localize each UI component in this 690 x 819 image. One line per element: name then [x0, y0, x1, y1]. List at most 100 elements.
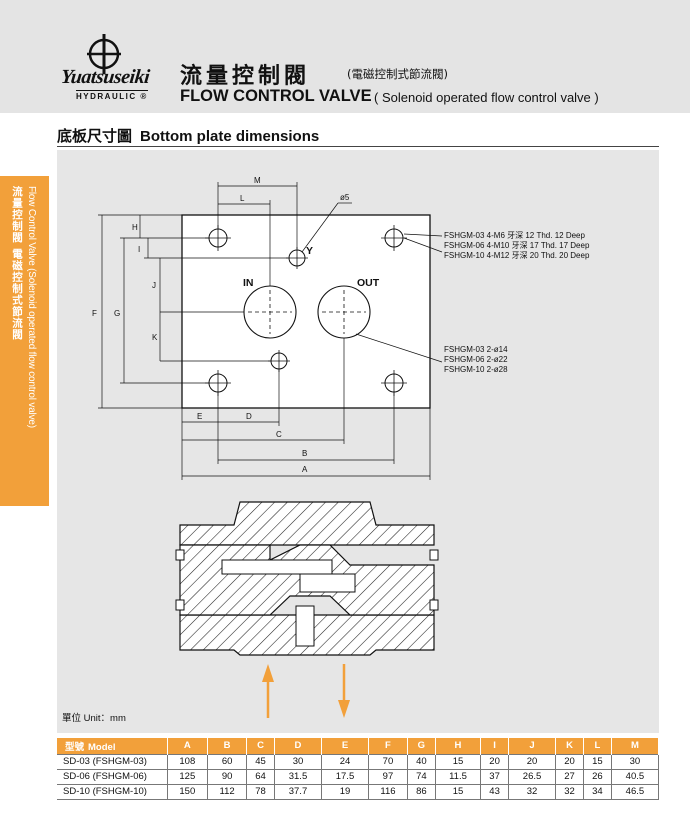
col-header: G — [407, 738, 436, 754]
table-cell: 26 — [583, 769, 612, 785]
port-spec-06: FSHGM-06 2-ø22 — [444, 355, 508, 364]
col-header: A — [167, 738, 209, 754]
col-header: D — [274, 738, 322, 754]
dim-lines-bottom — [181, 338, 431, 480]
table-cell: 116 — [368, 784, 408, 800]
table-cell: 64 — [246, 769, 275, 785]
col-header: F — [368, 738, 408, 754]
page-title-en: FLOW CONTROL VALVE — [180, 87, 372, 105]
model-cell: SD-06 (FSHGM-06) — [57, 769, 168, 785]
section-divider — [57, 146, 659, 147]
unit-label: 單位 Unit：mm — [62, 710, 126, 724]
side-tab: 流量控制閥 電磁控制式節流閥 Flow Control Valve (Solen… — [0, 176, 49, 506]
page-subtitle-en: ( Solenoid operated flow control valve ) — [374, 90, 599, 105]
side-tab-en: Flow Control Valve (Solenoid operated fl… — [26, 186, 37, 428]
dim-g-label: G — [114, 309, 120, 318]
dim-lines-left — [98, 214, 288, 409]
table-cell: 45 — [246, 753, 275, 770]
dim-b-label: B — [302, 449, 307, 458]
table-cell: 11.5 — [435, 769, 482, 785]
table-cell: 78 — [246, 784, 275, 800]
in-port-label: IN — [243, 277, 254, 289]
y-port-label: Y — [306, 245, 313, 257]
page-subtitle-cn: (電磁控制式節流閥) — [347, 67, 448, 81]
dim-a-label: A — [302, 465, 308, 474]
thread-leader — [403, 237, 443, 253]
table-row: SD-10 (FSHGM-10) 150 112 78 37.7 19 116 … — [57, 784, 660, 800]
table-cell: 19 — [321, 784, 369, 800]
table-cell: 37.7 — [274, 784, 322, 800]
table-row: SD-06 (FSHGM-06) 125 90 64 31.5 17.5 97 … — [57, 769, 660, 785]
table-row: SD-03 (FSHGM-03) 108 60 45 30 24 70 40 1… — [57, 753, 660, 770]
dim-lines-top — [217, 182, 298, 286]
table-cell: 31.5 — [274, 769, 322, 785]
col-header: E — [321, 738, 369, 754]
logo-crosshair-icon — [87, 34, 121, 74]
flow-down-arrow-icon — [338, 664, 350, 718]
table-cell: 108 — [167, 753, 209, 770]
table-cell: 20 — [555, 753, 584, 770]
model-cell: SD-03 (FSHGM-03) — [57, 753, 168, 770]
table-cell: 90 — [207, 769, 248, 785]
model-cell: SD-10 (FSHGM-10) — [57, 784, 168, 800]
unit-label-cn: 單位 — [62, 713, 82, 724]
pin-leader — [301, 202, 339, 253]
col-header: J — [508, 738, 557, 754]
table-cell: 20 — [508, 753, 557, 770]
table-cell: 26.5 — [508, 769, 557, 785]
table-cell: 15 — [435, 753, 482, 770]
mounting-hole-top-right — [381, 225, 407, 251]
dim-l-label: L — [240, 194, 245, 203]
unit-label-en: Unit：mm — [83, 713, 126, 724]
table-cell: 15 — [583, 753, 612, 770]
table-cell: 86 — [407, 784, 436, 800]
table-cell: 17.5 — [321, 769, 369, 785]
plate-outline — [181, 214, 431, 409]
table-cell: 20 — [480, 753, 510, 770]
dim-f-label: F — [92, 309, 97, 318]
dim-h-label: H — [132, 223, 138, 232]
col-header: M — [611, 738, 660, 754]
table-cell: 40.5 — [611, 769, 660, 785]
table-cell: 30 — [611, 753, 660, 770]
port-leader — [355, 333, 443, 363]
table-cell: 74 — [407, 769, 436, 785]
table-cell: 97 — [368, 769, 408, 785]
table-cell: 15 — [435, 784, 482, 800]
section-title: 底板尺寸圖 Bottom plate dimensions — [57, 125, 319, 146]
thread-spec-03: FSHGM-03 4-M6 牙深 12 Thd. 12 Deep — [444, 231, 585, 240]
brand-sub: HYDRAULIC ® — [76, 90, 148, 101]
table-cell: 60 — [207, 753, 248, 770]
col-header: B — [207, 738, 248, 754]
col-header: K — [555, 738, 584, 754]
table-cell: 46.5 — [611, 784, 660, 800]
dim-d-label: D — [246, 412, 252, 421]
port-spec-10: FSHGM-10 2-ø28 — [444, 365, 508, 374]
flow-up-arrow-icon — [262, 664, 274, 718]
table-cell: 112 — [207, 784, 248, 800]
table-cell: 150 — [167, 784, 209, 800]
side-tab-cn: 流量控制閥 電磁控制式節流閥 — [11, 186, 23, 341]
thread-spec-06: FSHGM-06 4-M10 牙深 17 Thd. 17 Deep — [444, 241, 590, 250]
table-cell: 34 — [583, 784, 612, 800]
table-cell: 32 — [555, 784, 584, 800]
header-band: Yuatsuseiki HYDRAULIC ® 流量控制閥 (電磁控制式節流閥)… — [0, 0, 690, 113]
col-header: I — [480, 738, 510, 754]
col-header: L — [583, 738, 612, 754]
col-header: C — [246, 738, 275, 754]
dim-c-label: C — [276, 430, 282, 439]
dim-i-label: I — [138, 245, 140, 254]
col-header: H — [435, 738, 482, 754]
port-spec-03: FSHGM-03 2-ø14 — [444, 345, 508, 354]
table-cell: 125 — [167, 769, 209, 785]
table-cell: 70 — [368, 753, 408, 770]
section-title-en: Bottom plate dimensions — [140, 128, 320, 145]
dim-e-label: E — [197, 412, 202, 421]
pin-dia-label: ø5 — [340, 193, 350, 202]
section-title-cn: 底板尺寸圖 — [57, 127, 133, 145]
table-cell: 32 — [508, 784, 557, 800]
page-title-cn: 流量控制閥 — [180, 64, 311, 89]
